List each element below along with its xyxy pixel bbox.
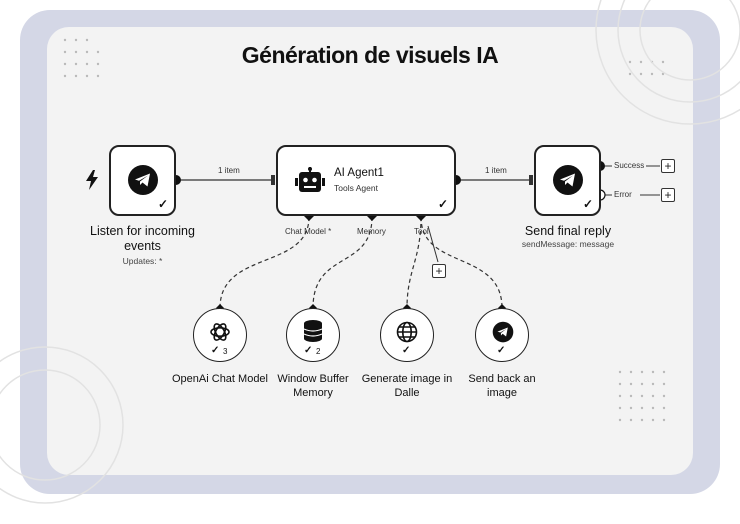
page-title: Génération de visuels IA bbox=[241, 42, 499, 68]
generate-image-dalle-node[interactable]: ✓ bbox=[380, 308, 434, 362]
reply-node[interactable]: ✓ bbox=[534, 145, 601, 216]
reply-check-icon: ✓ bbox=[582, 197, 593, 211]
robot-icon bbox=[295, 167, 325, 192]
trigger-node[interactable]: ✓ bbox=[109, 145, 176, 216]
agent-check-icon: ✓ bbox=[437, 197, 448, 211]
port-label-tool: Tool bbox=[414, 227, 429, 236]
openai-chat-model-node[interactable]: ✓ 3 bbox=[193, 308, 247, 362]
trigger-check-icon: ✓ bbox=[157, 197, 168, 211]
reply-input-port bbox=[529, 175, 533, 185]
reply-sub: sendMessage: message bbox=[521, 239, 615, 249]
globe-icon bbox=[396, 321, 418, 343]
window-buffer-memory-node[interactable]: ✓ 2 bbox=[286, 308, 340, 362]
telegram-icon bbox=[492, 321, 514, 343]
dot-grid-top-right bbox=[628, 60, 665, 76]
error-label: Error bbox=[614, 190, 632, 199]
openai-badge: 3 bbox=[223, 347, 228, 356]
dot-grid-top-left bbox=[63, 38, 100, 78]
add-error-button[interactable]: + bbox=[661, 188, 675, 202]
edge-chat-model bbox=[219, 216, 310, 309]
memory-label: Window Buffer Memory bbox=[277, 373, 349, 399]
openai-icon bbox=[210, 323, 230, 341]
decorative-arcs bbox=[0, 0, 740, 504]
dot-grid-bottom-right bbox=[618, 370, 666, 422]
add-tool-button[interactable]: + bbox=[432, 264, 446, 278]
add-success-button[interactable]: + bbox=[661, 159, 675, 173]
dalle-label: Generate image in Dalle bbox=[361, 373, 453, 399]
send-image-check-icon: ✓ bbox=[497, 345, 506, 356]
send-back-image-node[interactable]: ✓ bbox=[475, 308, 529, 362]
edge1-label: 1 item bbox=[218, 166, 240, 175]
agent-subtitle: Tools Agent bbox=[334, 183, 378, 193]
openai-label: OpenAi Chat Model bbox=[172, 373, 268, 385]
edge-tool-telegram bbox=[420, 216, 503, 309]
telegram-icon bbox=[128, 165, 158, 195]
trigger-label: Listen for incoming events bbox=[90, 224, 195, 253]
agent-title: AI Agent1 bbox=[334, 167, 384, 179]
agent-node[interactable]: ✓ bbox=[276, 145, 456, 216]
lightning-bolt-icon bbox=[86, 170, 98, 190]
success-label: Success bbox=[614, 161, 645, 170]
edge2-label: 1 item bbox=[485, 166, 507, 175]
trigger-sub: Updates: * bbox=[122, 256, 163, 266]
database-icon bbox=[303, 320, 323, 342]
agent-input-port bbox=[271, 175, 275, 185]
telegram-icon bbox=[553, 165, 583, 195]
dalle-check-icon: ✓ bbox=[402, 345, 411, 356]
subnode-diamond-ports bbox=[216, 304, 506, 312]
port-label-chat-model: Chat Model * bbox=[285, 227, 332, 236]
edge-memory bbox=[312, 216, 373, 309]
workflow-canvas bbox=[47, 27, 693, 475]
memory-badge: 2 bbox=[316, 347, 321, 356]
edge-tool-plus bbox=[427, 225, 439, 263]
reply-label: Send final reply bbox=[524, 224, 612, 238]
openai-check-icon: ✓ bbox=[211, 345, 220, 356]
port-label-memory: Memory bbox=[357, 227, 386, 236]
memory-check-icon: ✓ bbox=[304, 345, 313, 356]
subnode-edges bbox=[219, 216, 503, 309]
send-image-label: Send back an image bbox=[468, 373, 536, 399]
